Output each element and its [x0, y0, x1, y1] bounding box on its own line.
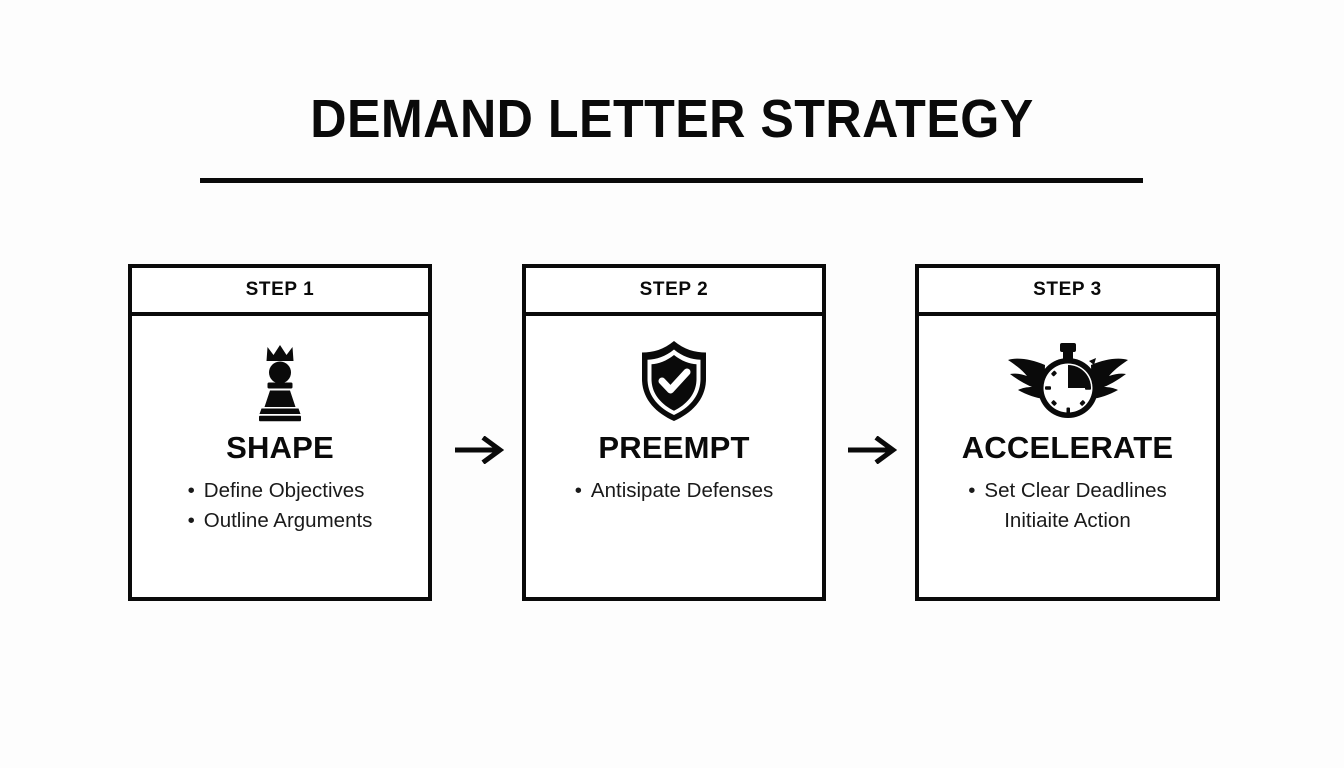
- step-card-2[interactable]: STEP 2 PREEMPT Antisipate Defenses: [522, 264, 826, 601]
- step-card-1-title: SHAPE: [226, 430, 334, 465]
- step-card-3[interactable]: STEP 3: [915, 264, 1220, 601]
- step-card-1-body: SHAPE Define Objectives Outline Argument…: [132, 316, 428, 597]
- list-item: Initiaite Action: [1004, 509, 1131, 532]
- steps-flow-row: STEP 1 SHAPE Define Objectives: [128, 264, 1220, 604]
- list-item: Define Objectives: [188, 476, 373, 506]
- arrow-step1-to-step2: [454, 436, 504, 464]
- title-block: DEMAND LETTER STRATEGY: [0, 88, 1344, 150]
- step-card-3-title: ACCELERATE: [961, 430, 1174, 465]
- step-card-2-header-label: STEP 2: [639, 279, 709, 300]
- page-title: DEMAND LETTER STRATEGY: [310, 89, 1034, 149]
- step-card-2-header: STEP 2: [526, 268, 822, 316]
- step-card-3-header-label: STEP 3: [1033, 279, 1102, 300]
- winged-stopwatch-icon: [1005, 338, 1131, 424]
- step-card-3-bullet-list: Set Clear Deadlines Initiaite Action: [968, 476, 1166, 536]
- arrow-step2-to-step3: [847, 436, 897, 464]
- step-card-1-header: STEP 1: [132, 268, 428, 316]
- title-underline-divider: [200, 178, 1143, 183]
- step-card-3-header: STEP 3: [919, 268, 1216, 316]
- list-item: Antisipate Defenses: [575, 476, 773, 506]
- step-card-3-body: ACCELERATE Set Clear Deadlines Initiaite…: [919, 316, 1216, 597]
- step-card-2-bullet-list: Antisipate Defenses: [575, 476, 773, 506]
- step-card-2-title: PREEMPT: [598, 430, 750, 465]
- step-card-1[interactable]: STEP 1 SHAPE Define Objectives: [128, 264, 432, 601]
- list-item: Outline Arguments: [188, 506, 373, 536]
- step-card-1-header-label: STEP 1: [245, 279, 315, 300]
- step-card-1-bullet-list: Define Objectives Outline Arguments: [188, 476, 373, 536]
- step-card-2-body: PREEMPT Antisipate Defenses: [526, 316, 822, 597]
- chess-queen-icon: [250, 338, 310, 424]
- list-item: Set Clear Deadlines: [968, 476, 1166, 506]
- shield-check-icon: [636, 338, 712, 424]
